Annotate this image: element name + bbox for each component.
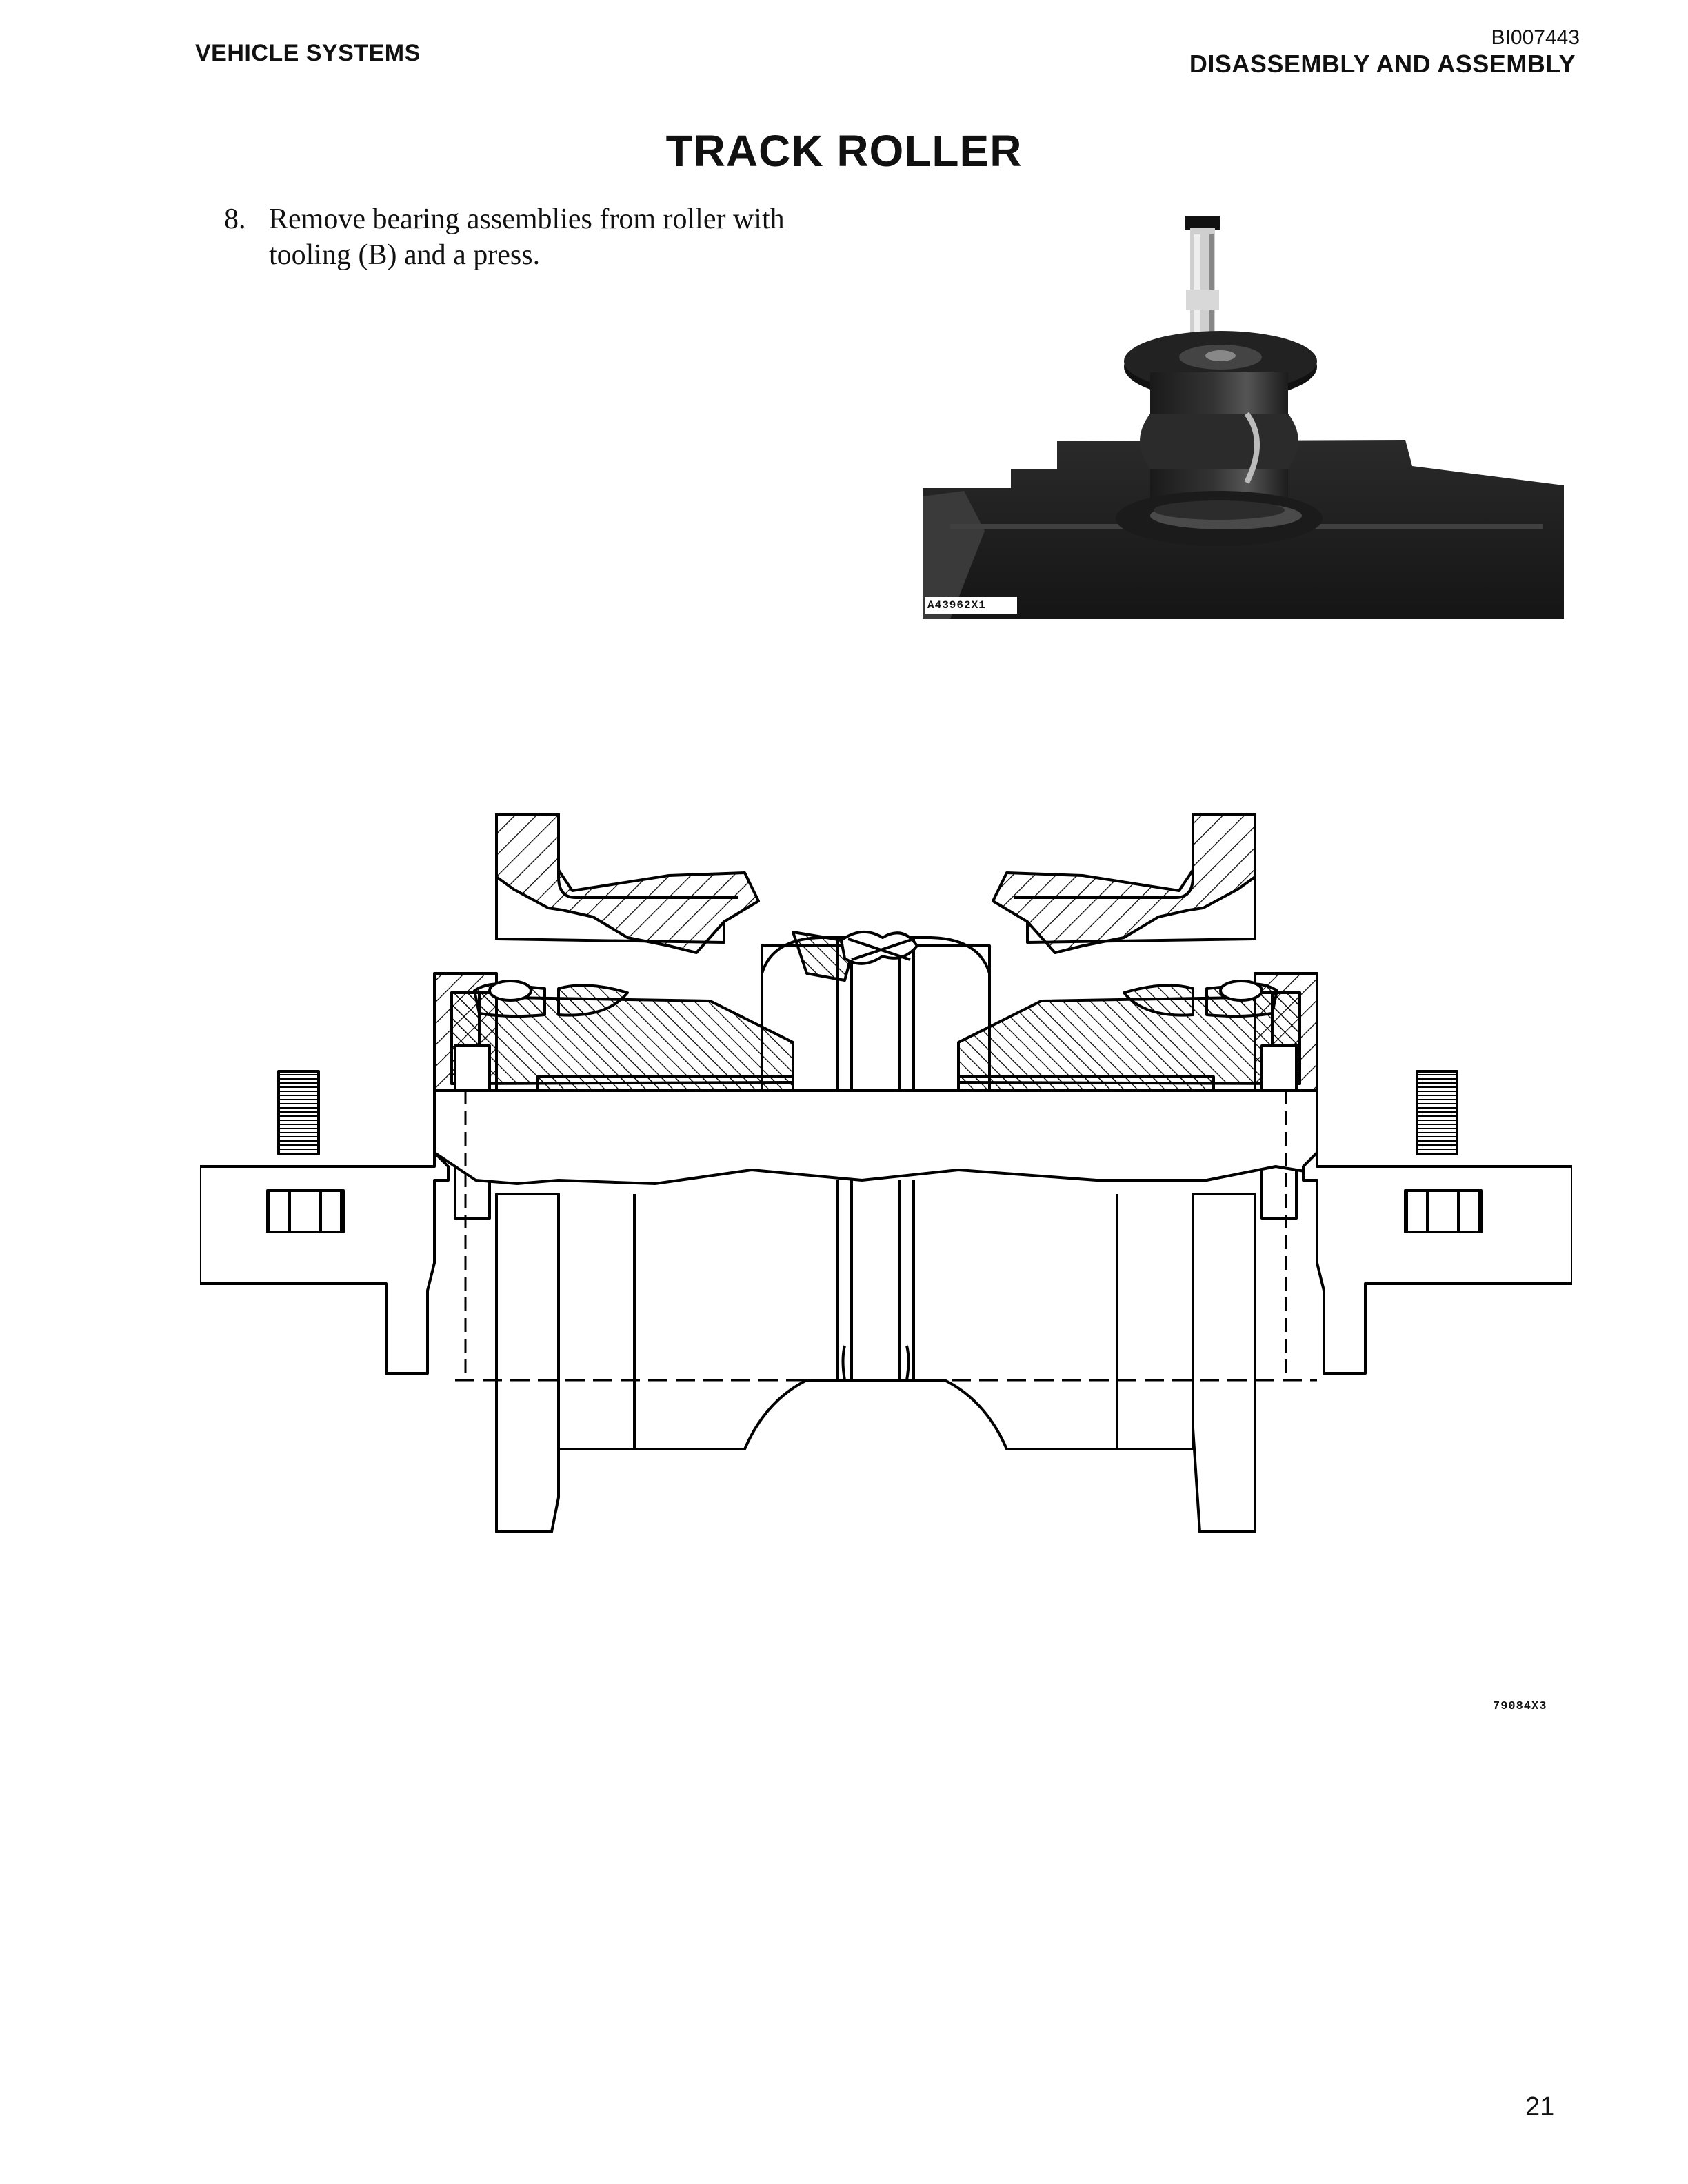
bearing-press-photo — [923, 207, 1564, 619]
header-category: DISASSEMBLY AND ASSEMBLY — [1189, 50, 1576, 78]
step-number: 8. — [224, 203, 246, 235]
track-roller-section-drawing — [200, 813, 1572, 1533]
page-title: TRACK ROLLER — [665, 126, 1023, 176]
drawing-code: 79084X3 — [1493, 1700, 1547, 1713]
header-section: VEHICLE SYSTEMS — [195, 40, 421, 66]
page-number: 21 — [1525, 2092, 1555, 2121]
photo-code: A43962X1 — [925, 597, 1017, 614]
step-text: Remove bearing assemblies from roller wi… — [269, 203, 785, 271]
document-id: BI007443 — [1491, 26, 1580, 49]
